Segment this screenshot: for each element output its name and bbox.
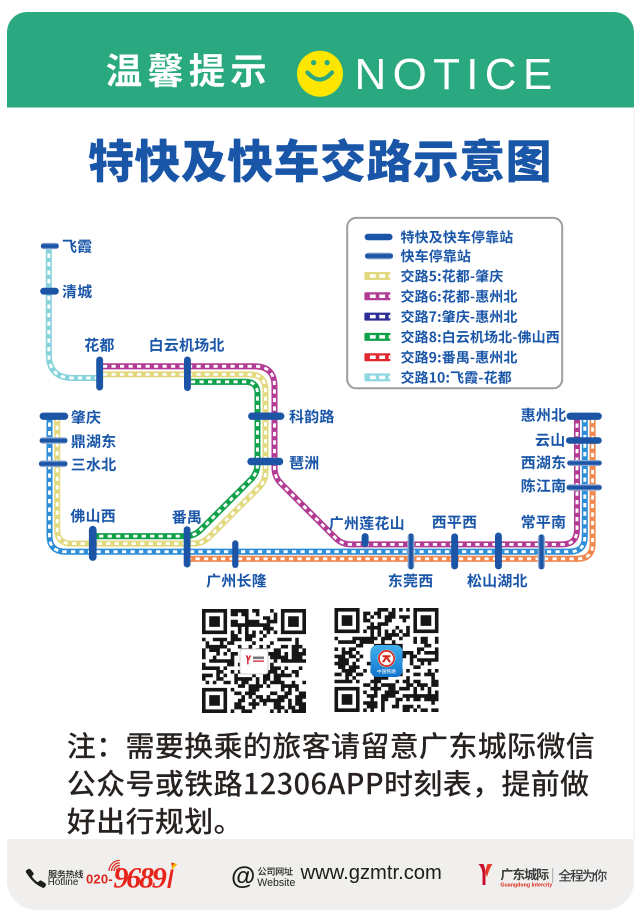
svg-text:9689: 9689 [114,862,167,895]
svg-text:@: @ [231,863,255,891]
svg-text:中国铁路: 中国铁路 [377,668,396,675]
svg-text:Guangdong Intercity: Guangdong Intercity [500,883,552,889]
svg-text:www.gzmtr.com: www.gzmtr.com [300,862,442,884]
svg-text:020-: 020- [86,871,113,886]
svg-text:NOTICE: NOTICE [355,50,559,99]
svg-text:Website: Website [257,877,295,889]
svg-text:Hotline: Hotline [48,877,79,888]
